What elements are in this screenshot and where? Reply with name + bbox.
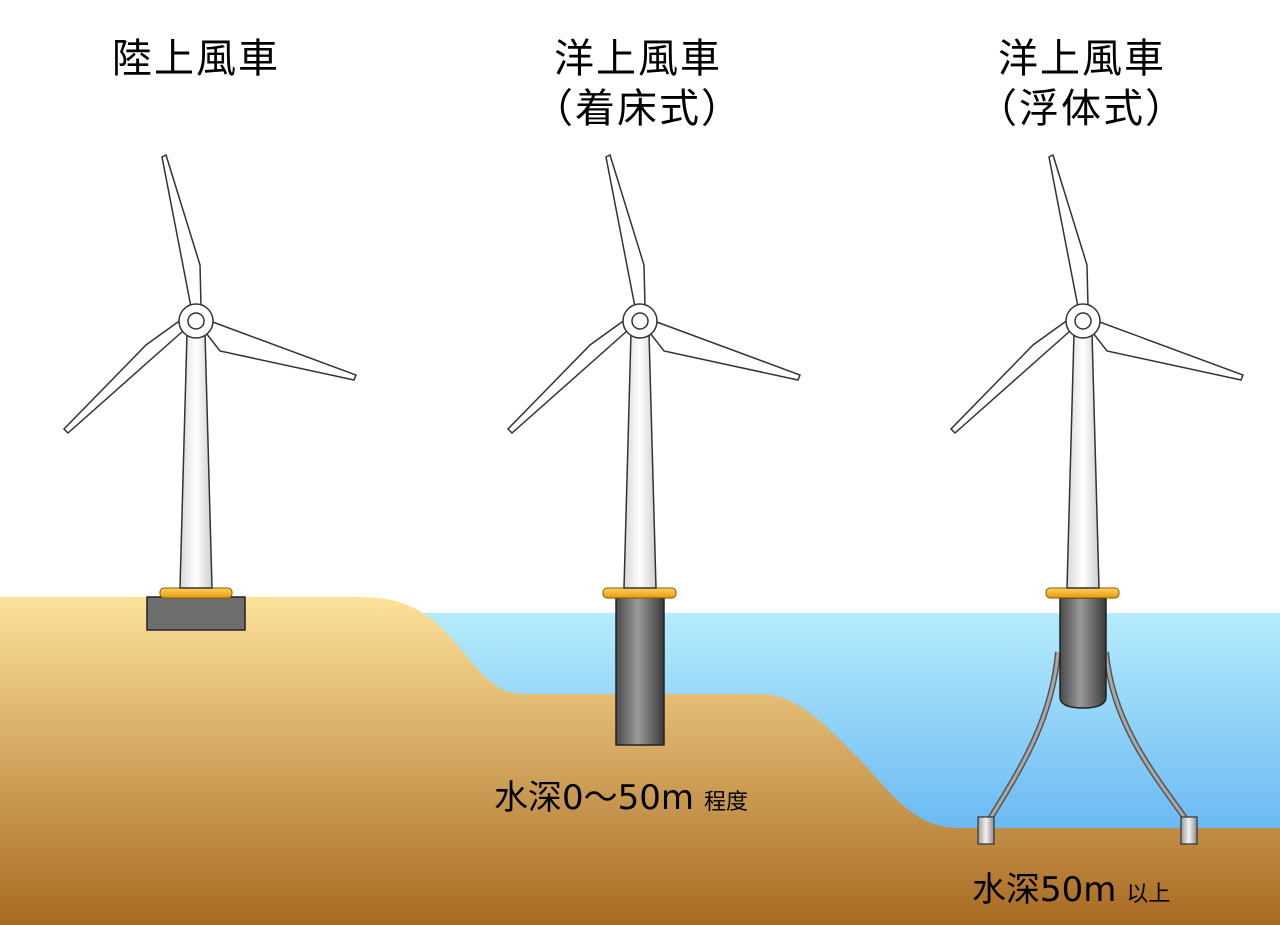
blade-left [949,317,1071,435]
blade-right [649,320,801,381]
onshore-turbine [62,153,357,589]
fixed-depth-value: 水深0～50m [494,778,695,818]
onshore-title: 陸上風車 [112,36,280,82]
mooring-line-right-inner [1104,651,1190,823]
onshore-foundation [146,596,246,631]
floating-depth-suffix: 以上 [1126,882,1171,907]
fixed-offshore-turbine [506,153,801,589]
fixed-monopile [615,596,665,746]
fixed-depth-suffix: 程度 [704,790,749,815]
fixed-offshore-subtitle: （着床式） [533,86,743,132]
blade-left [62,317,184,435]
fixed-flange [602,587,677,599]
floating-offshore-turbine [949,153,1244,589]
floating-depth-value: 水深50m [972,870,1117,910]
onshore-flange [159,587,233,599]
hub-center [187,312,205,330]
anchor-right [1180,816,1198,845]
floating-flange [1045,587,1120,599]
tower [623,332,657,589]
hub-center [1074,312,1092,330]
tower [1066,332,1100,589]
fixed-depth-label: 水深0～50m 程度 [494,770,748,819]
floating-offshore-subtitle: （浮体式） [977,86,1187,132]
anchor-left [977,816,995,845]
tower [179,332,213,589]
blade-right [1092,320,1244,381]
blade-up [1048,153,1089,308]
ground-seabed [0,597,1280,925]
floating-offshore-title: 洋上風車 [998,36,1166,82]
mooring-line-left-inner [986,651,1060,823]
blade-up [161,153,202,308]
blade-up [605,153,646,308]
fixed-offshore-title: 洋上風車 [554,36,722,82]
hub-center [631,312,649,330]
floating-depth-label: 水深50m 以上 [972,862,1170,911]
blade-right [205,320,357,381]
floating-spar-buoy [1059,597,1107,709]
blade-left [506,317,628,435]
